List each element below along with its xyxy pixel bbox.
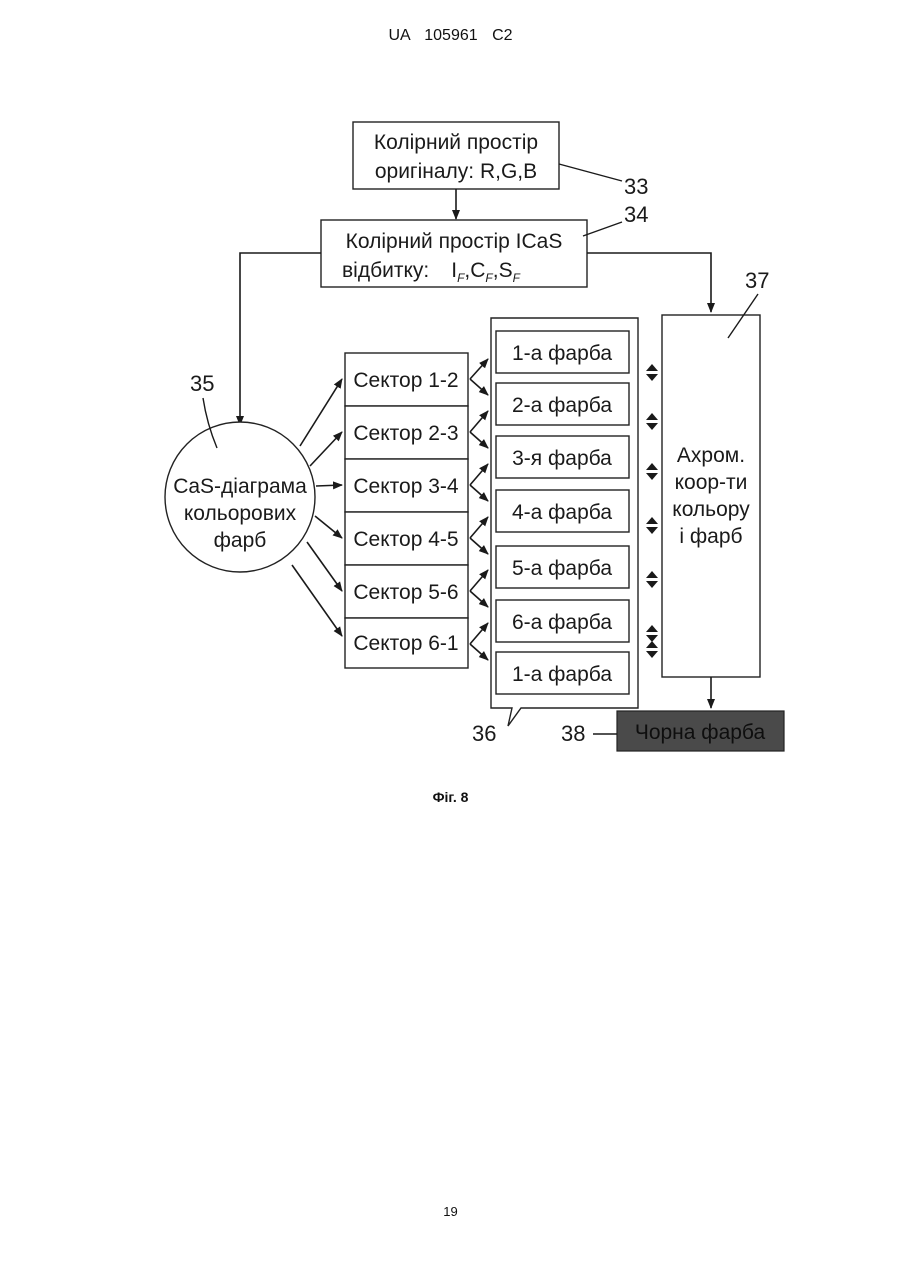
achromatic-box: Ахром. коор-ти кольору і фарб	[662, 315, 760, 677]
achromatic-line3: кольору	[672, 498, 750, 521]
arrow-to-sector-5	[307, 542, 342, 591]
arrow-icas-to-cas	[240, 253, 321, 425]
original-space-line1: Колірний простір	[374, 131, 538, 154]
sector-label: Сектор 4-5	[353, 528, 458, 551]
ink-label: 1-а фарба	[512, 663, 612, 686]
black-ink-box: Чорна фарба	[617, 711, 784, 751]
ref-33-label: 33	[624, 174, 648, 199]
ref-38-label: 38	[561, 721, 585, 746]
ref-37-label: 37	[745, 268, 769, 293]
cas-line3: фарб	[214, 529, 267, 552]
ink-label: 6-а фарба	[512, 611, 612, 634]
ink-label: 3-я фарба	[512, 447, 612, 470]
cas-line2: кольорових	[184, 502, 297, 525]
icas-space-line1: Колірний простір ICaS	[346, 230, 563, 253]
sector-stack: Сектор 1-2 Сектор 2-3 Сектор 3-4 Сектор …	[345, 353, 468, 668]
ink-stack: 1-а фарба 2-а фарба 3-я фарба 4-а фарба …	[496, 331, 629, 694]
original-color-space-box: Колірний простір оригіналу: R,G,B	[353, 122, 559, 189]
sector-label: Сектор 3-4	[353, 475, 459, 498]
figure-caption: Фіг. 8	[0, 789, 901, 805]
sector-label: Сектор 6-1	[353, 632, 458, 655]
ref-34-label: 34	[624, 202, 648, 227]
arrow-to-sector-1	[300, 379, 342, 446]
ink-label: 5-а фарба	[512, 557, 612, 580]
icas-prefix: відбитку:	[342, 259, 429, 282]
icas-color-space-box: Колірний простір ICaS відбитку:IF,CF,SF	[321, 220, 587, 287]
cas-diagram-circle: CaS-діаграма кольорових фарб	[165, 422, 315, 572]
ink-achromatic-links	[646, 364, 658, 658]
flow-diagram: Колірний простір оригіналу: R,G,B 33 Кол…	[0, 0, 901, 780]
arrow-to-sector-6	[292, 565, 342, 636]
arrow-to-sector-4	[315, 516, 342, 538]
ref-36-label: 36	[472, 721, 496, 746]
achromatic-line1: Ахром.	[677, 444, 745, 467]
original-space-line2: оригіналу: R,G,B	[375, 160, 537, 183]
sector-label: Сектор 5-6	[353, 581, 458, 604]
achromatic-line4: і фарб	[679, 525, 742, 548]
ref-35-label: 35	[190, 371, 214, 396]
ink-label: 4-а фарба	[512, 501, 612, 524]
sector-label: Сектор 2-3	[353, 422, 458, 445]
icas-s-sub: F	[513, 271, 521, 285]
icas-c: C	[470, 259, 485, 282]
black-ink-label: Чорна фарба	[635, 721, 766, 744]
ref-33-leader	[559, 164, 622, 181]
achromatic-line2: коор-ти	[675, 471, 748, 494]
sector-to-ink-arrows	[470, 359, 488, 660]
arrow-icas-to-achromatic	[587, 253, 711, 312]
ref-34-leader	[583, 222, 622, 236]
arrow-to-sector-3	[316, 485, 342, 486]
icas-s: S	[499, 259, 513, 282]
cas-line1: CaS-діаграма	[173, 475, 307, 498]
arrow-to-sector-2	[310, 432, 342, 466]
page-number: 19	[0, 1204, 901, 1219]
sector-label: Сектор 1-2	[353, 369, 458, 392]
ink-label: 2-а фарба	[512, 394, 612, 417]
ink-label: 1-а фарба	[512, 342, 612, 365]
